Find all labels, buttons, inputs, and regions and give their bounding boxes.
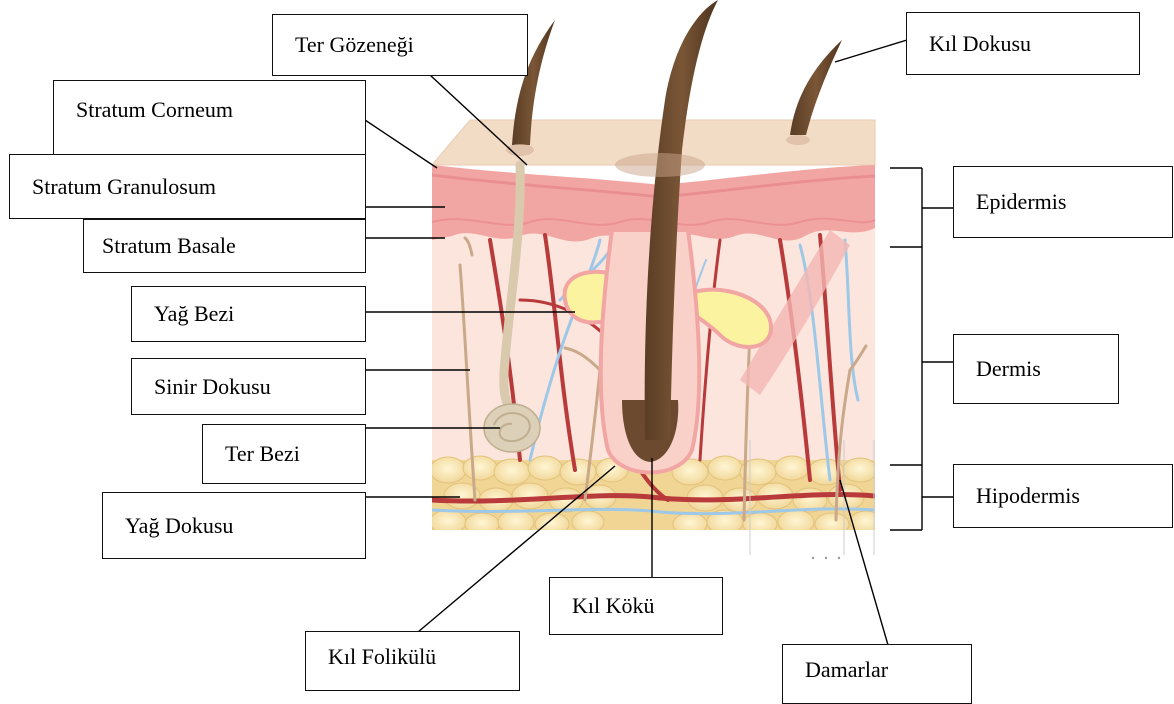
label-dermis-text: Dermis: [976, 358, 1041, 380]
label-ter-gozenegi-text: Ter Gözeneği: [295, 34, 414, 56]
label-yag-bezi-text: Yağ Bezi: [154, 303, 234, 325]
label-ter-bezi-text: Ter Bezi: [225, 443, 300, 465]
label-hipodermis-text: Hipodermis: [976, 485, 1080, 507]
label-stratum-granulosum-text: Stratum Granulosum: [32, 176, 216, 198]
label-kil-folikulu-text: Kıl Folikülü: [328, 646, 436, 668]
label-yag-dokusu-text: Yağ Dokusu: [125, 515, 233, 537]
layer-bracket: [890, 168, 955, 530]
label-kil-folikulu: Kıl Folikülü: [305, 631, 520, 691]
label-sinir-dokusu-text: Sinir Dokusu: [154, 376, 271, 398]
label-ter-bezi: Ter Bezi: [202, 424, 366, 484]
label-stratum-corneum: Stratum Corneum: [53, 80, 366, 155]
label-epidermis: Epidermis: [953, 166, 1173, 238]
label-kil-dokusu-text: Kıl Dokusu: [929, 33, 1031, 55]
label-hipodermis: Hipodermis: [953, 464, 1173, 528]
label-kil-koku: Kıl Kökü: [549, 577, 723, 635]
label-ter-gozenegi: Ter Gözeneği: [272, 14, 528, 76]
label-epidermis-text: Epidermis: [976, 191, 1066, 213]
label-damarlar: Damarlar: [782, 644, 972, 704]
label-damarlar-text: Damarlar: [805, 659, 888, 681]
label-yag-bezi: Yağ Bezi: [131, 286, 366, 342]
label-kil-dokusu: Kıl Dokusu: [906, 12, 1140, 75]
label-dermis: Dermis: [953, 334, 1119, 404]
label-sinir-dokusu: Sinir Dokusu: [131, 358, 366, 415]
leader-kil-dokusu: [835, 40, 907, 62]
label-stratum-basale: Stratum Basale: [83, 219, 366, 273]
label-stratum-granulosum: Stratum Granulosum: [9, 154, 366, 219]
label-kil-koku-text: Kıl Kökü: [572, 595, 655, 617]
label-stratum-corneum-text: Stratum Corneum: [76, 99, 233, 121]
skin-diagram: Ter Gözeneği Stratum Corneum Stratum Gra…: [0, 0, 1174, 675]
label-stratum-basale-text: Stratum Basale: [102, 235, 236, 257]
label-yag-dokusu: Yağ Dokusu: [102, 492, 366, 559]
leader-stratum-corneum: [365, 120, 437, 168]
